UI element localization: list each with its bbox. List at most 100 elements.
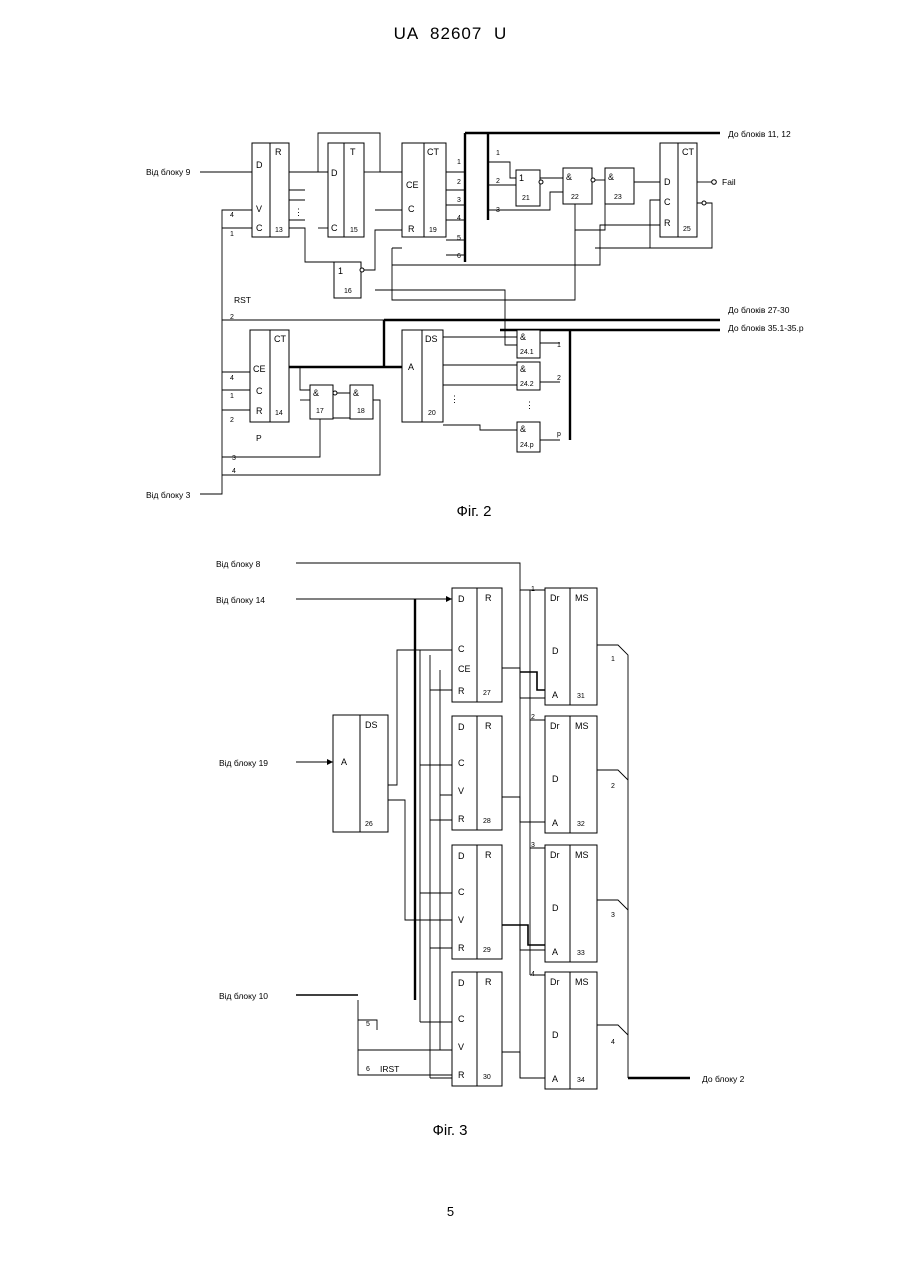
- pin-a: A: [552, 818, 558, 828]
- register-29: RDCVR29: [452, 845, 502, 959]
- label-to-block-2: До блоку 2: [702, 1074, 745, 1084]
- block-number: 28: [483, 818, 491, 825]
- figure-3-caption: Фіг. 3: [350, 1122, 550, 1139]
- pin-r: R: [458, 814, 465, 824]
- gate-symbol: &: [313, 388, 319, 398]
- svg-text:1: 1: [496, 150, 500, 157]
- svg-text:2: 2: [230, 314, 234, 321]
- block-number: 22: [571, 194, 579, 201]
- block-number: 26: [365, 821, 373, 828]
- mux-dr: Dr: [550, 721, 560, 731]
- mux-33: DrMSDA33: [545, 845, 597, 962]
- pin-r: R: [664, 218, 671, 228]
- svg-text:1: 1: [531, 586, 535, 593]
- block-25: CT D C R 25: [660, 143, 716, 237]
- block-number: 31: [577, 693, 585, 700]
- pin-d: D: [458, 851, 465, 861]
- label-from-block-8: Від блоку 8: [216, 559, 261, 569]
- block-15: T D C 15: [328, 143, 364, 237]
- svg-text:2: 2: [611, 783, 615, 790]
- block-number: 33: [577, 950, 585, 957]
- block-number: 24.2: [520, 381, 534, 388]
- svg-text:1: 1: [557, 342, 561, 349]
- block-number: 29: [483, 947, 491, 954]
- label-from-block-10: Від блоку 10: [219, 991, 268, 1001]
- pin-a: A: [408, 362, 414, 372]
- gate-symbol: &: [608, 172, 614, 182]
- label-rst: RST: [234, 295, 251, 305]
- block-18: & 18: [350, 385, 373, 419]
- block-21: 1 21: [516, 170, 543, 206]
- block-15-title: T: [350, 147, 356, 157]
- gate-symbol: &: [566, 172, 572, 182]
- block-number: 21: [522, 195, 530, 202]
- pin-a: A: [552, 690, 558, 700]
- mux-dr: Dr: [550, 850, 560, 860]
- block-24-p: & 24.p: [517, 422, 540, 452]
- mux-dr: Dr: [550, 593, 560, 603]
- block-14: CT CE C R 14: [250, 330, 289, 422]
- pin-r: R: [458, 1070, 465, 1080]
- svg-text:6: 6: [366, 1066, 370, 1073]
- block-25-title: CT: [682, 147, 694, 157]
- block-24-2: & 24.2: [517, 362, 540, 390]
- pin-r: R: [458, 686, 465, 696]
- svg-text:2: 2: [557, 375, 561, 382]
- pin-r: R: [408, 224, 415, 234]
- block-16: 1 16: [334, 262, 364, 298]
- svg-text:5: 5: [366, 1021, 370, 1028]
- pin-ce: CE: [458, 664, 471, 674]
- pin-r: R: [458, 943, 465, 953]
- register-30: RDCVR30: [452, 972, 502, 1086]
- pin-c: C: [256, 386, 263, 396]
- pin-d: D: [458, 594, 465, 604]
- block-19: CT CE C R 19: [402, 143, 446, 237]
- block-number: 23: [614, 194, 622, 201]
- svg-text:2: 2: [457, 179, 461, 186]
- mux-ms: MS: [575, 850, 589, 860]
- svg-text:5: 5: [457, 235, 461, 242]
- block-20: DS A 20 ⋮: [402, 330, 459, 422]
- label-from-block-14: Від блоку 14: [216, 595, 265, 605]
- pin-c: C: [458, 644, 465, 654]
- pin-c: C: [256, 223, 263, 233]
- svg-text:p: p: [557, 431, 561, 438]
- svg-text:1: 1: [611, 656, 615, 663]
- mux-34: DrMSDA34: [545, 972, 597, 1089]
- register-28: RDCVR28: [452, 716, 502, 830]
- pin-c: C: [408, 204, 415, 214]
- svg-text:1: 1: [230, 231, 234, 238]
- mux-ms: MS: [575, 593, 589, 603]
- pin-d: D: [256, 160, 263, 170]
- block-number: 32: [577, 821, 585, 828]
- pin-ce: CE: [253, 364, 266, 374]
- register-title: R: [485, 721, 492, 731]
- svg-text:3: 3: [496, 207, 500, 214]
- pin-v: V: [458, 915, 464, 925]
- svg-text:2: 2: [230, 417, 234, 424]
- label-to-blocks-35: До блоків 35.1-35.p: [728, 323, 804, 333]
- svg-text:6: 6: [457, 253, 461, 260]
- pin-d: D: [552, 774, 559, 784]
- svg-text:3: 3: [611, 912, 615, 919]
- ellipsis: ⋮: [450, 394, 459, 404]
- block-number: 20: [428, 410, 436, 417]
- mux-dr: Dr: [550, 977, 560, 987]
- block-number: 19: [429, 227, 437, 234]
- pin-d: D: [552, 1030, 559, 1040]
- pin-d: D: [331, 168, 338, 178]
- pin-a: A: [552, 947, 558, 957]
- block-number: 27: [483, 690, 491, 697]
- ellipsis: ⋮: [294, 207, 303, 217]
- block-26-title: DS: [365, 720, 378, 730]
- svg-text:3: 3: [232, 455, 236, 462]
- block-number: 25: [683, 226, 691, 233]
- gate-symbol: &: [353, 388, 359, 398]
- mux-31: DrMSDA31: [545, 588, 597, 705]
- block-number: 13: [275, 227, 283, 234]
- pin-ce: CE: [406, 180, 419, 190]
- label-to-blocks-27-30: До блоків 27-30: [728, 305, 790, 315]
- pin-v: V: [256, 204, 262, 214]
- gate-symbol: 1: [338, 266, 343, 276]
